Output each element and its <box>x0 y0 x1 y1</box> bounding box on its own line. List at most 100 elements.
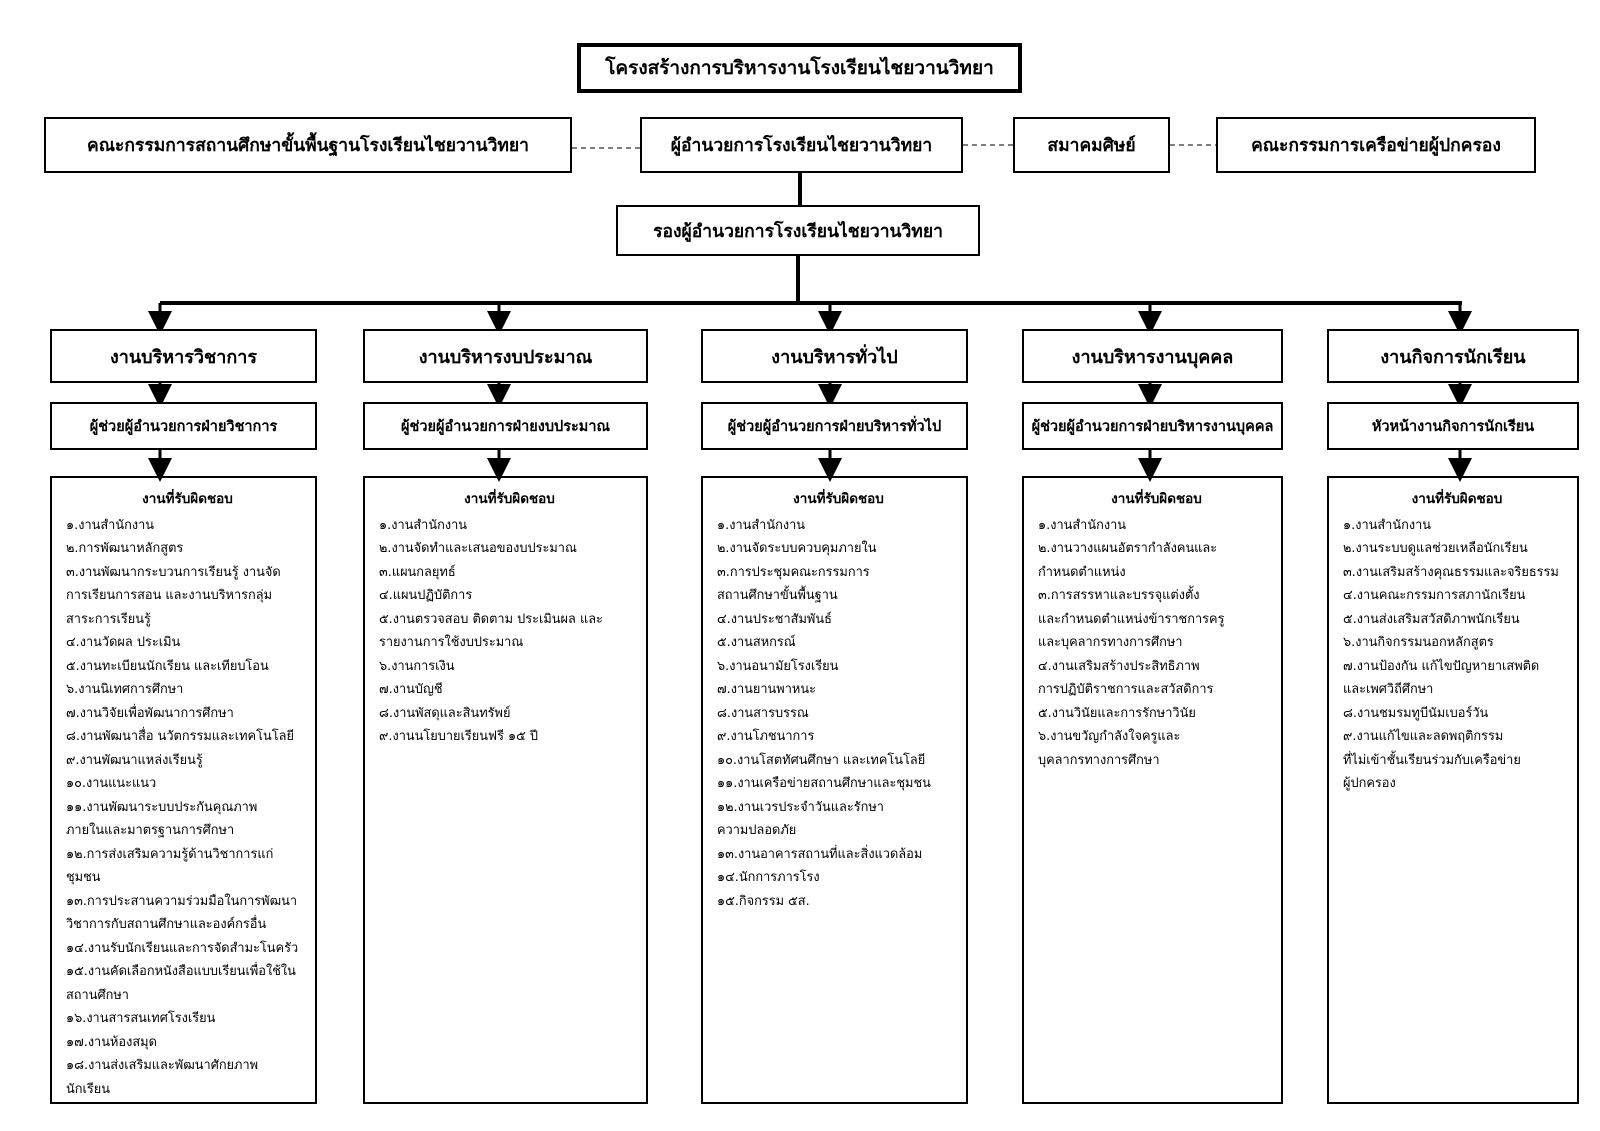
duty-item: ๑๕.กิจกรรม ๕ส. <box>717 893 810 909</box>
duties-box-general: งานที่รับผิดชอบ๑.งานสำนักงาน๒.งานจัดระบบ… <box>701 476 968 1104</box>
duty-item: ที่ไม่เข้าชั้นเรียนร่วมกับเครือข่าย <box>1343 752 1521 768</box>
duty-item: ๖.งานอนามัยโรงเรียน <box>717 658 839 674</box>
duty-item: ๕.งานวินัยและการรักษาวินัย <box>1038 705 1196 721</box>
duty-item: ๕.งานทะเบียนนักเรียน และเทียบโอน <box>66 658 269 674</box>
duty-item: ๑๐.งานโสตทัศนศึกษา และเทคโนโลยี <box>717 752 926 768</box>
duties-heading: งานที่รับผิดชอบ <box>793 491 884 507</box>
duty-item: ๔.งานประชาสัมพันธ์ <box>717 611 832 627</box>
duty-item: ผู้ปกครอง <box>1343 776 1396 791</box>
department-box-budget: งานบริหารงบประมาณ <box>363 329 648 383</box>
duty-item: ๑๒.การส่งเสริมความรู้ด้านวิชาการแก่ <box>66 846 274 862</box>
duty-item: ๑๔.งานรับนักเรียนและการจัดสำมะโนครัว <box>66 940 299 956</box>
duty-item: วิชาการกับสถานศึกษาและองค์กรอื่น <box>66 917 267 932</box>
duty-item: ๑๖.งานสารสนเทศโรงเรียน <box>66 1011 216 1026</box>
duty-item: ๔.งานเสริมสร้างประสิทธิภาพ <box>1038 658 1200 674</box>
duty-item: ๒.การพัฒนาหลักสูตร <box>66 541 184 556</box>
duty-item: ๑๐.งานแนะแนว <box>66 776 157 791</box>
duty-item: ๑๕.งานคัดเลือกหนังสือแบบเรียนเพื่อใช้ใน <box>66 964 296 979</box>
duty-item: ๕.งานส่งเสริมสวัสดิภาพนักเรียน <box>1343 611 1520 627</box>
duty-item: ๖.งานขวัญกำลังใจครูและ <box>1038 729 1181 744</box>
duty-item: และกำหนดตำแหน่งข้าราชการครู <box>1038 611 1225 627</box>
duty-item: ๓.งานเสริมสร้างคุณธรรมและจริยธรรม <box>1343 564 1559 580</box>
duty-item: ๙.งานโภชนาการ <box>717 729 815 744</box>
duty-item: ๙.งานนโยบายเรียนฟรี ๑๕ ปี <box>379 729 539 744</box>
duty-item: นักเรียน <box>66 1081 110 1097</box>
duty-list: ๑.งานสำนักงาน๒.งานวางแผนอัตรากำลังคนและก… <box>1038 514 1275 773</box>
duty-item: ๑๓.การประสานความร่วมมือในการพัฒนา <box>66 893 298 909</box>
duty-item: ๗.งานวิจัยเพื่อพัฒนาการศึกษา <box>66 705 234 721</box>
duty-item: ๑.งานสำนักงาน <box>379 517 468 533</box>
alumni-box: สมาคมศิษย์ <box>1013 117 1170 173</box>
duties-heading: งานที่รับผิดชอบ <box>1411 491 1503 507</box>
duties-box-academic: งานที่รับผิดชอบ๑.งานสำนักงาน๒.การพัฒนาหล… <box>50 476 317 1104</box>
duty-item: ๔.แผนปฏิบัติการ <box>379 588 473 603</box>
duty-item: ชุมชน <box>66 870 101 885</box>
duty-item: กำหนดตำแหน่ง <box>1038 564 1126 580</box>
department-box-academic: งานบริหารวิชาการ <box>50 329 317 383</box>
duty-item: ๒.งานระบบดูแลช่วยเหลือนักเรียน <box>1343 541 1528 556</box>
duty-item: สถานศึกษา <box>66 987 129 1003</box>
board-box: คณะกรรมการสถานศึกษาขั้นพื้นฐานโรงเรียนไช… <box>44 117 572 173</box>
duty-item: บุคลากรทางการศึกษา <box>1038 752 1160 768</box>
duty-item: ๑๑.งานพัฒนาระบบประกันคุณภาพ <box>66 799 258 815</box>
duty-item: สถานศึกษาขั้นพื้นฐาน <box>717 588 838 603</box>
duty-item: ๑.งานสำนักงาน <box>66 517 155 533</box>
duty-list: ๑.งานสำนักงาน๒.งานจัดระบบควบคุมภายใน๓.กา… <box>717 514 960 914</box>
department-box-personnel: งานบริหารงานบุคคล <box>1022 329 1283 383</box>
duty-item: ๔.งานคณะกรรมการสภานักเรียน <box>1343 588 1526 603</box>
duty-list: ๑.งานสำนักงาน๒.งานระบบดูแลช่วยเหลือนักเร… <box>1343 514 1571 796</box>
duty-item: ๗.งานป้องกัน แก้ไขปัญหายาเสพติด <box>1343 658 1540 674</box>
duty-item: ๗.งานบัญชี <box>379 682 443 697</box>
duty-item: ๗.งานยานพาหนะ <box>717 682 816 697</box>
department-box-general: งานบริหารทั่วไป <box>701 329 968 383</box>
duties-heading: งานที่รับผิดชอบ <box>1111 491 1202 507</box>
assistant-box-academic: ผู้ช่วยผู้อำนวยการฝ่ายวิชาการ <box>50 402 317 450</box>
duty-item: สาระการเรียนรู้ <box>66 611 151 627</box>
duty-item: ความปลอดภัย <box>717 823 797 838</box>
deputy-box: รองผู้อำนวยการโรงเรียนไชยวานวิทยา <box>616 205 980 256</box>
duty-item: การเรียนการสอน และงานบริหารกลุ่ม <box>66 588 273 603</box>
duty-item: การปฏิบัติราชการและสวัสดิการ <box>1038 682 1214 697</box>
duty-list: ๑.งานสำนักงาน๒.การพัฒนาหลักสูตร๓.งานพัฒน… <box>66 514 309 1102</box>
duties-box-budget: งานที่รับผิดชอบ๑.งานสำนักงาน๒.งานจัดทำแล… <box>363 476 648 1104</box>
duty-item: ๖.งานกิจกรรมนอกหลักสูตร <box>1343 635 1494 650</box>
department-drops <box>148 303 1472 482</box>
duty-item: ๑.งานสำนักงาน <box>1343 517 1432 533</box>
department-box-student-affairs: งานกิจการนักเรียน <box>1327 329 1579 383</box>
duty-item: ภายในและมาตรฐานการศึกษา <box>66 823 235 838</box>
assistant-box-general: ผู้ช่วยผู้อำนวยการฝ่ายบริหารทั่วไป <box>701 402 968 450</box>
duty-item: ๖.งานการเงิน <box>379 658 455 674</box>
duty-item: ๕.งานสหกรณ์ <box>717 635 796 650</box>
duties-box-student-affairs: งานที่รับผิดชอบ๑.งานสำนักงาน๒.งานระบบดูแ… <box>1327 476 1579 1104</box>
duty-item: รายงานการใช้งบประมาณ <box>379 635 524 650</box>
duty-item: ๑๑.งานเครือข่ายสถานศึกษาและชุมชน <box>717 776 931 791</box>
chart-title: โครงสร้างการบริหารงานโรงเรียนไชยวานวิทยา <box>577 43 1022 93</box>
duties-box-personnel: งานที่รับผิดชอบ๑.งานสำนักงาน๒.งานวางแผนอ… <box>1022 476 1283 1104</box>
duty-item: ๒.งานวางแผนอัตรากำลังคนและ <box>1038 541 1218 556</box>
duty-item: ๘.งานสารบรรณ <box>717 705 809 721</box>
duty-item: ๔.งานวัดผล ประเมิน <box>66 635 181 650</box>
assistant-box-budget: ผู้ช่วยผู้อำนวยการฝ่ายงบประมาณ <box>363 402 648 450</box>
duty-item: ๑๒.งานเวรประจำวันและรักษา <box>717 799 884 815</box>
duty-item: ๘.งานพัสดุและสินทรัพย์ <box>379 705 511 721</box>
duty-item: ๕.งานตรวจสอบ ติดตาม ประเมินผล และ <box>379 611 603 627</box>
duty-item: ๒.งานจัดระบบควบคุมภายใน <box>717 541 877 556</box>
parent-network-box: คณะกรรมการเครือข่ายผู้ปกครอง <box>1216 117 1536 173</box>
duty-item: ๑๓.งานอาคารสถานที่และสิ่งแวดล้อม <box>717 846 923 862</box>
duty-item: ๓.การสรรหาและบรรจุแต่งตั้ง <box>1038 588 1200 603</box>
duty-item: ๑.งานสำนักงาน <box>717 517 806 533</box>
duties-heading: งานที่รับผิดชอบ <box>142 491 233 507</box>
assistant-box-personnel: ผู้ช่วยผู้อำนวยการฝ่ายบริหารงานบุคคล <box>1022 402 1283 450</box>
duty-item: ๑๔.นักการภารโรง <box>717 870 820 885</box>
duty-item: และบุคลากรทางการศึกษา <box>1038 635 1183 650</box>
duty-item: ๒.งานจัดทำและเสนอของบประมาณ <box>379 541 577 556</box>
assistant-box-student-affairs: หัวหน้างานกิจการนักเรียน <box>1327 402 1579 450</box>
duty-item: ๓.งานพัฒนากระบวนการเรียนรู้ งานจัด <box>66 564 281 580</box>
duty-item: ๑๗.งานห้องสมุด <box>66 1034 157 1050</box>
duty-item: ๘.งานชมรมทูบีนัมเบอร์วัน <box>1343 705 1489 721</box>
duty-item: ๘.งานพัฒนาสื่อ นวัตกรรมและเทคโนโลยี <box>66 729 294 744</box>
duties-heading: งานที่รับผิดชอบ <box>464 491 555 507</box>
duty-item: ๓.แผนกลยุทธ์ <box>379 564 456 580</box>
duty-item: ๙.งานพัฒนาแหล่งเรียนรู้ <box>66 752 203 768</box>
